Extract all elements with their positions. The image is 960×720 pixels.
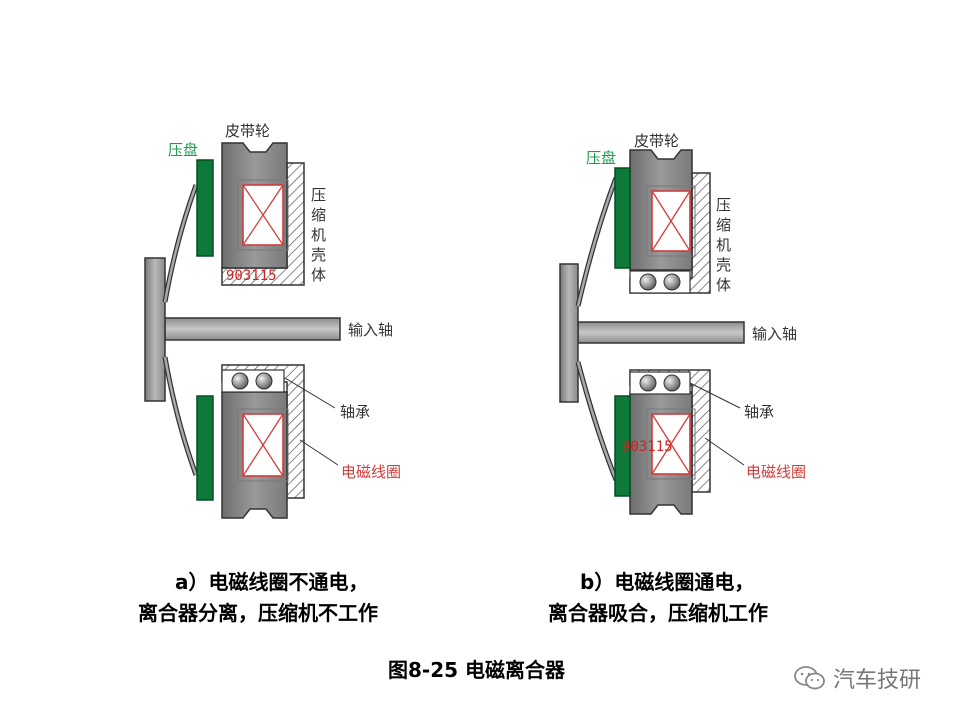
housing-label-b-1: 压: [716, 196, 731, 214]
caption-b-line1: b）电磁线圈通电，: [580, 570, 755, 594]
hub-b: [559, 263, 579, 403]
spring-upper-a: [162, 184, 199, 303]
housing-label-b-2: 缩: [716, 216, 731, 234]
input-shaft-label-b: 输入轴: [752, 325, 797, 343]
hub-a: [144, 257, 166, 402]
housing-label-a-4: 壳: [311, 246, 326, 264]
bearing-a: [221, 369, 285, 393]
figure-title: 图8-25 电磁离合器: [388, 658, 566, 682]
housing-label-b-4: 壳: [716, 256, 731, 274]
input-shaft-b: [577, 321, 745, 344]
stamp-b: 903115: [622, 439, 673, 455]
diagram-a: 皮带轮 压盘 压 缩 机 壳 体 903115 输入轴 轴承 电磁线圈: [144, 122, 401, 519]
bearing-label-b: 轴承: [744, 403, 774, 421]
caption-b-line2: 离合器吸合，压缩机工作: [548, 601, 768, 625]
stamp-a: 903115: [226, 268, 277, 284]
pressure-plate-label-a: 压盘: [168, 141, 198, 159]
coil-label-a: 电磁线圈: [341, 463, 401, 481]
caption-a-line1: a）电磁线圈不通电，: [175, 570, 369, 594]
spring-lower-a: [162, 356, 199, 476]
housing-label-a-3: 机: [311, 226, 326, 244]
housing-label-b-3: 机: [716, 236, 731, 254]
pulley-label-a: 皮带轮: [225, 122, 270, 140]
housing-label-a-1: 压: [311, 186, 326, 204]
coil-label-b: 电磁线圈: [746, 463, 806, 481]
diagram-b: 皮带轮 压盘 压 缩 机 壳 体 903115 输入轴 轴承 电磁线圈: [559, 132, 806, 515]
pressure-plate-lower-b: [614, 395, 631, 497]
pulley-label-b: 皮带轮: [634, 132, 679, 150]
pressure-plate-upper-a: [196, 159, 214, 257]
pressure-plate-lower-a: [196, 395, 214, 501]
input-shaft-a: [164, 317, 341, 341]
bearing-lower-b: [629, 371, 691, 395]
input-shaft-label-a: 输入轴: [348, 321, 393, 339]
watermark: 汽车技研: [793, 662, 921, 694]
bearing-upper-b: [629, 270, 691, 294]
housing-label-a-2: 缩: [311, 206, 326, 224]
pressure-plate-upper-b: [614, 167, 631, 269]
caption-a-line2: 离合器分离，压缩机不工作: [138, 601, 378, 625]
bearing-label-a: 轴承: [340, 403, 370, 421]
housing-label-a-5: 体: [311, 266, 326, 284]
wechat-icon: [794, 666, 825, 690]
watermark-text: 汽车技研: [833, 668, 922, 693]
housing-label-b-5: 体: [716, 276, 731, 294]
pressure-plate-label-b: 压盘: [586, 149, 616, 167]
